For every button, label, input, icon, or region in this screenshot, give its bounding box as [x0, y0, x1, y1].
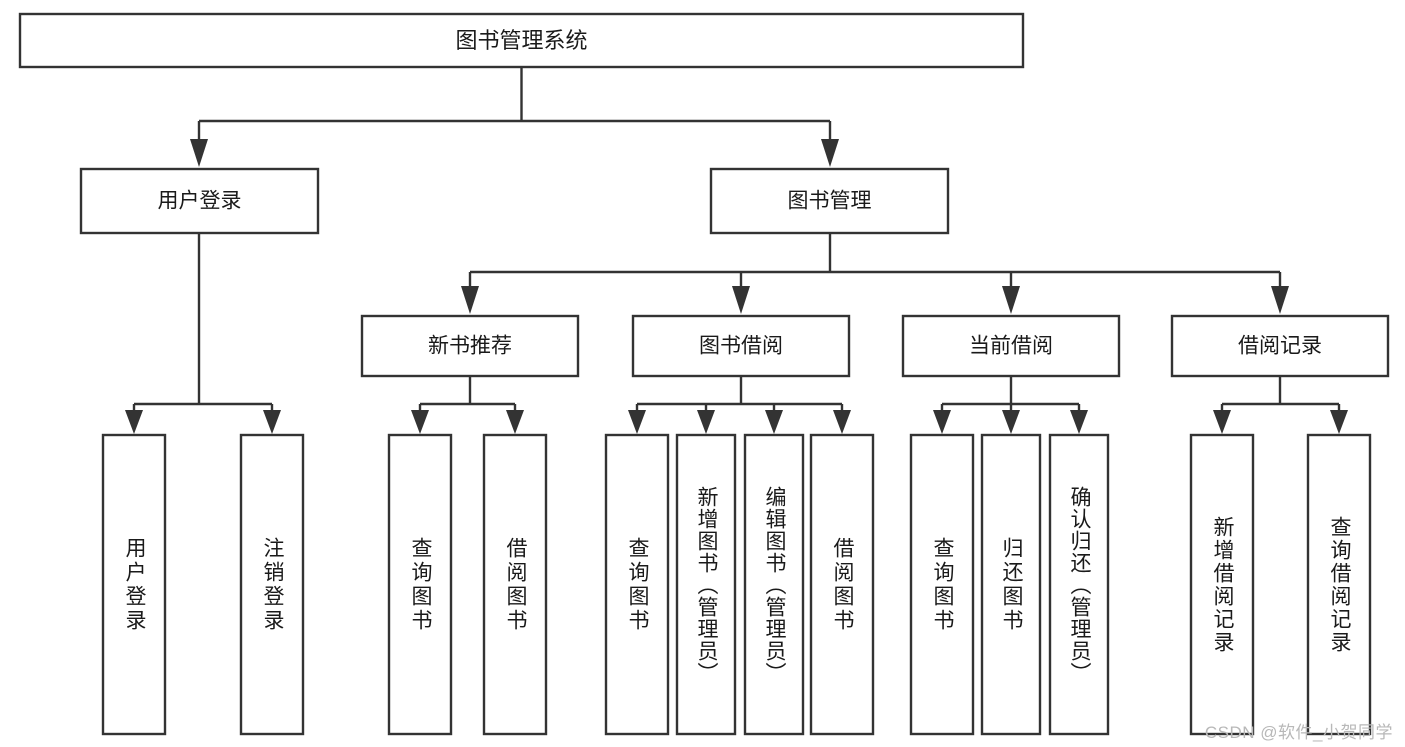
node-box-current-borrow[interactable] [901, 314, 1121, 378]
node-label-book-borrow: 图书借阅 [699, 335, 783, 358]
node-box-leaf-add-borrow-record[interactable] [1189, 433, 1255, 736]
arrow-head-user-login [190, 139, 208, 167]
connector-group-root [190, 67, 839, 167]
arrow-head-leaf-query-borrow-record [1330, 410, 1348, 434]
node-label-book-management: 图书管理 [788, 190, 872, 213]
arrow-head-leaf-query-book-3 [933, 410, 951, 434]
node-box-leaf-query-borrow-record[interactable] [1306, 433, 1372, 736]
arrow-head-book-borrow [732, 286, 750, 314]
node-box-leaf-logout-login[interactable] [239, 433, 305, 736]
node-box-leaf-borrow-book-1[interactable] [482, 433, 548, 736]
node-box-new-book-recommend[interactable] [360, 314, 580, 378]
arrow-head-new-book-recommend [461, 286, 479, 314]
arrow-head-current-borrow [1002, 286, 1020, 314]
arrow-head-leaf-add-book-admin [697, 410, 715, 434]
leaf-label-edit-book-admin: 编辑图书（管理员） [763, 485, 787, 684]
leaf-label-query-borrow-record: 查询借阅记录 [1328, 515, 1352, 654]
arrow-head-leaf-add-borrow-record [1213, 410, 1231, 434]
node-label-root: 图书管理系统 [455, 28, 587, 53]
node-box-leaf-add-book-admin[interactable] [675, 433, 737, 736]
arrow-head-leaf-query-book-1 [411, 410, 429, 434]
connector-group-book-borrow [628, 376, 851, 434]
connector-group-borrow-record [1213, 376, 1348, 434]
leaf-label-borrow-book-2: 借阅图书 [831, 536, 855, 633]
node-label-user-login: 用户登录 [158, 190, 242, 213]
node-box-borrow-record[interactable] [1170, 314, 1390, 378]
arrow-head-book-management [821, 139, 839, 167]
arrow-head-leaf-confirm-return-admin [1070, 410, 1088, 434]
connector-group-new-book-recommend [411, 376, 524, 434]
node-box-root[interactable] [18, 12, 1025, 69]
node-box-book-management[interactable] [709, 167, 950, 235]
arrow-head-leaf-return-book [1002, 410, 1020, 434]
leaf-label-borrow-book-1: 借阅图书 [504, 536, 528, 633]
node-label-new-book-recommend: 新书推荐 [428, 335, 512, 358]
arrow-head-leaf-query-book-2 [628, 410, 646, 434]
arrow-head-leaf-logout-login [263, 410, 281, 434]
connector-group-current-borrow [933, 376, 1088, 434]
node-box-leaf-confirm-return-admin[interactable] [1048, 433, 1110, 736]
arrow-head-leaf-borrow-book-1 [506, 410, 524, 434]
leaf-label-query-book-3: 查询图书 [931, 536, 955, 633]
leaf-label-add-book-admin: 新增图书（管理员） [695, 485, 719, 684]
csdn-watermark: CSDN @软件_小贺同学 [1204, 723, 1393, 742]
arrow-head-leaf-edit-book-admin [765, 410, 783, 434]
leaf-label-query-book-2: 查询图书 [626, 536, 650, 633]
leaf-label-confirm-return-admin: 确认归还（管理员） [1068, 485, 1092, 684]
node-label-borrow-record: 借阅记录 [1238, 335, 1322, 358]
leaf-label-add-borrow-record: 新增借阅记录 [1211, 515, 1235, 654]
connector-group-book-management [461, 233, 1289, 314]
leaf-label-user-login: 用户登录 [123, 536, 147, 633]
node-box-user-login[interactable] [79, 167, 320, 235]
node-box-leaf-query-book-3[interactable] [909, 433, 975, 736]
node-box-leaf-query-book-1[interactable] [387, 433, 453, 736]
node-box-leaf-return-book[interactable] [980, 433, 1042, 736]
node-box-leaf-query-book-2[interactable] [604, 433, 670, 736]
connector-group-user-login [125, 233, 281, 434]
leaf-label-logout-login: 注销登录 [261, 536, 285, 633]
node-box-leaf-user-login[interactable] [101, 433, 167, 736]
node-label-current-borrow: 当前借阅 [969, 335, 1053, 358]
node-box-leaf-borrow-book-2[interactable] [809, 433, 875, 736]
leaf-label-query-book-1: 查询图书 [409, 536, 433, 633]
node-box-book-borrow[interactable] [631, 314, 851, 378]
arrow-head-leaf-borrow-book-2 [833, 410, 851, 434]
leaf-label-return-book: 归还图书 [1000, 536, 1024, 633]
node-box-leaf-edit-book-admin[interactable] [743, 433, 805, 736]
arrow-head-borrow-record [1271, 286, 1289, 314]
arrow-head-leaf-user-login [125, 410, 143, 434]
